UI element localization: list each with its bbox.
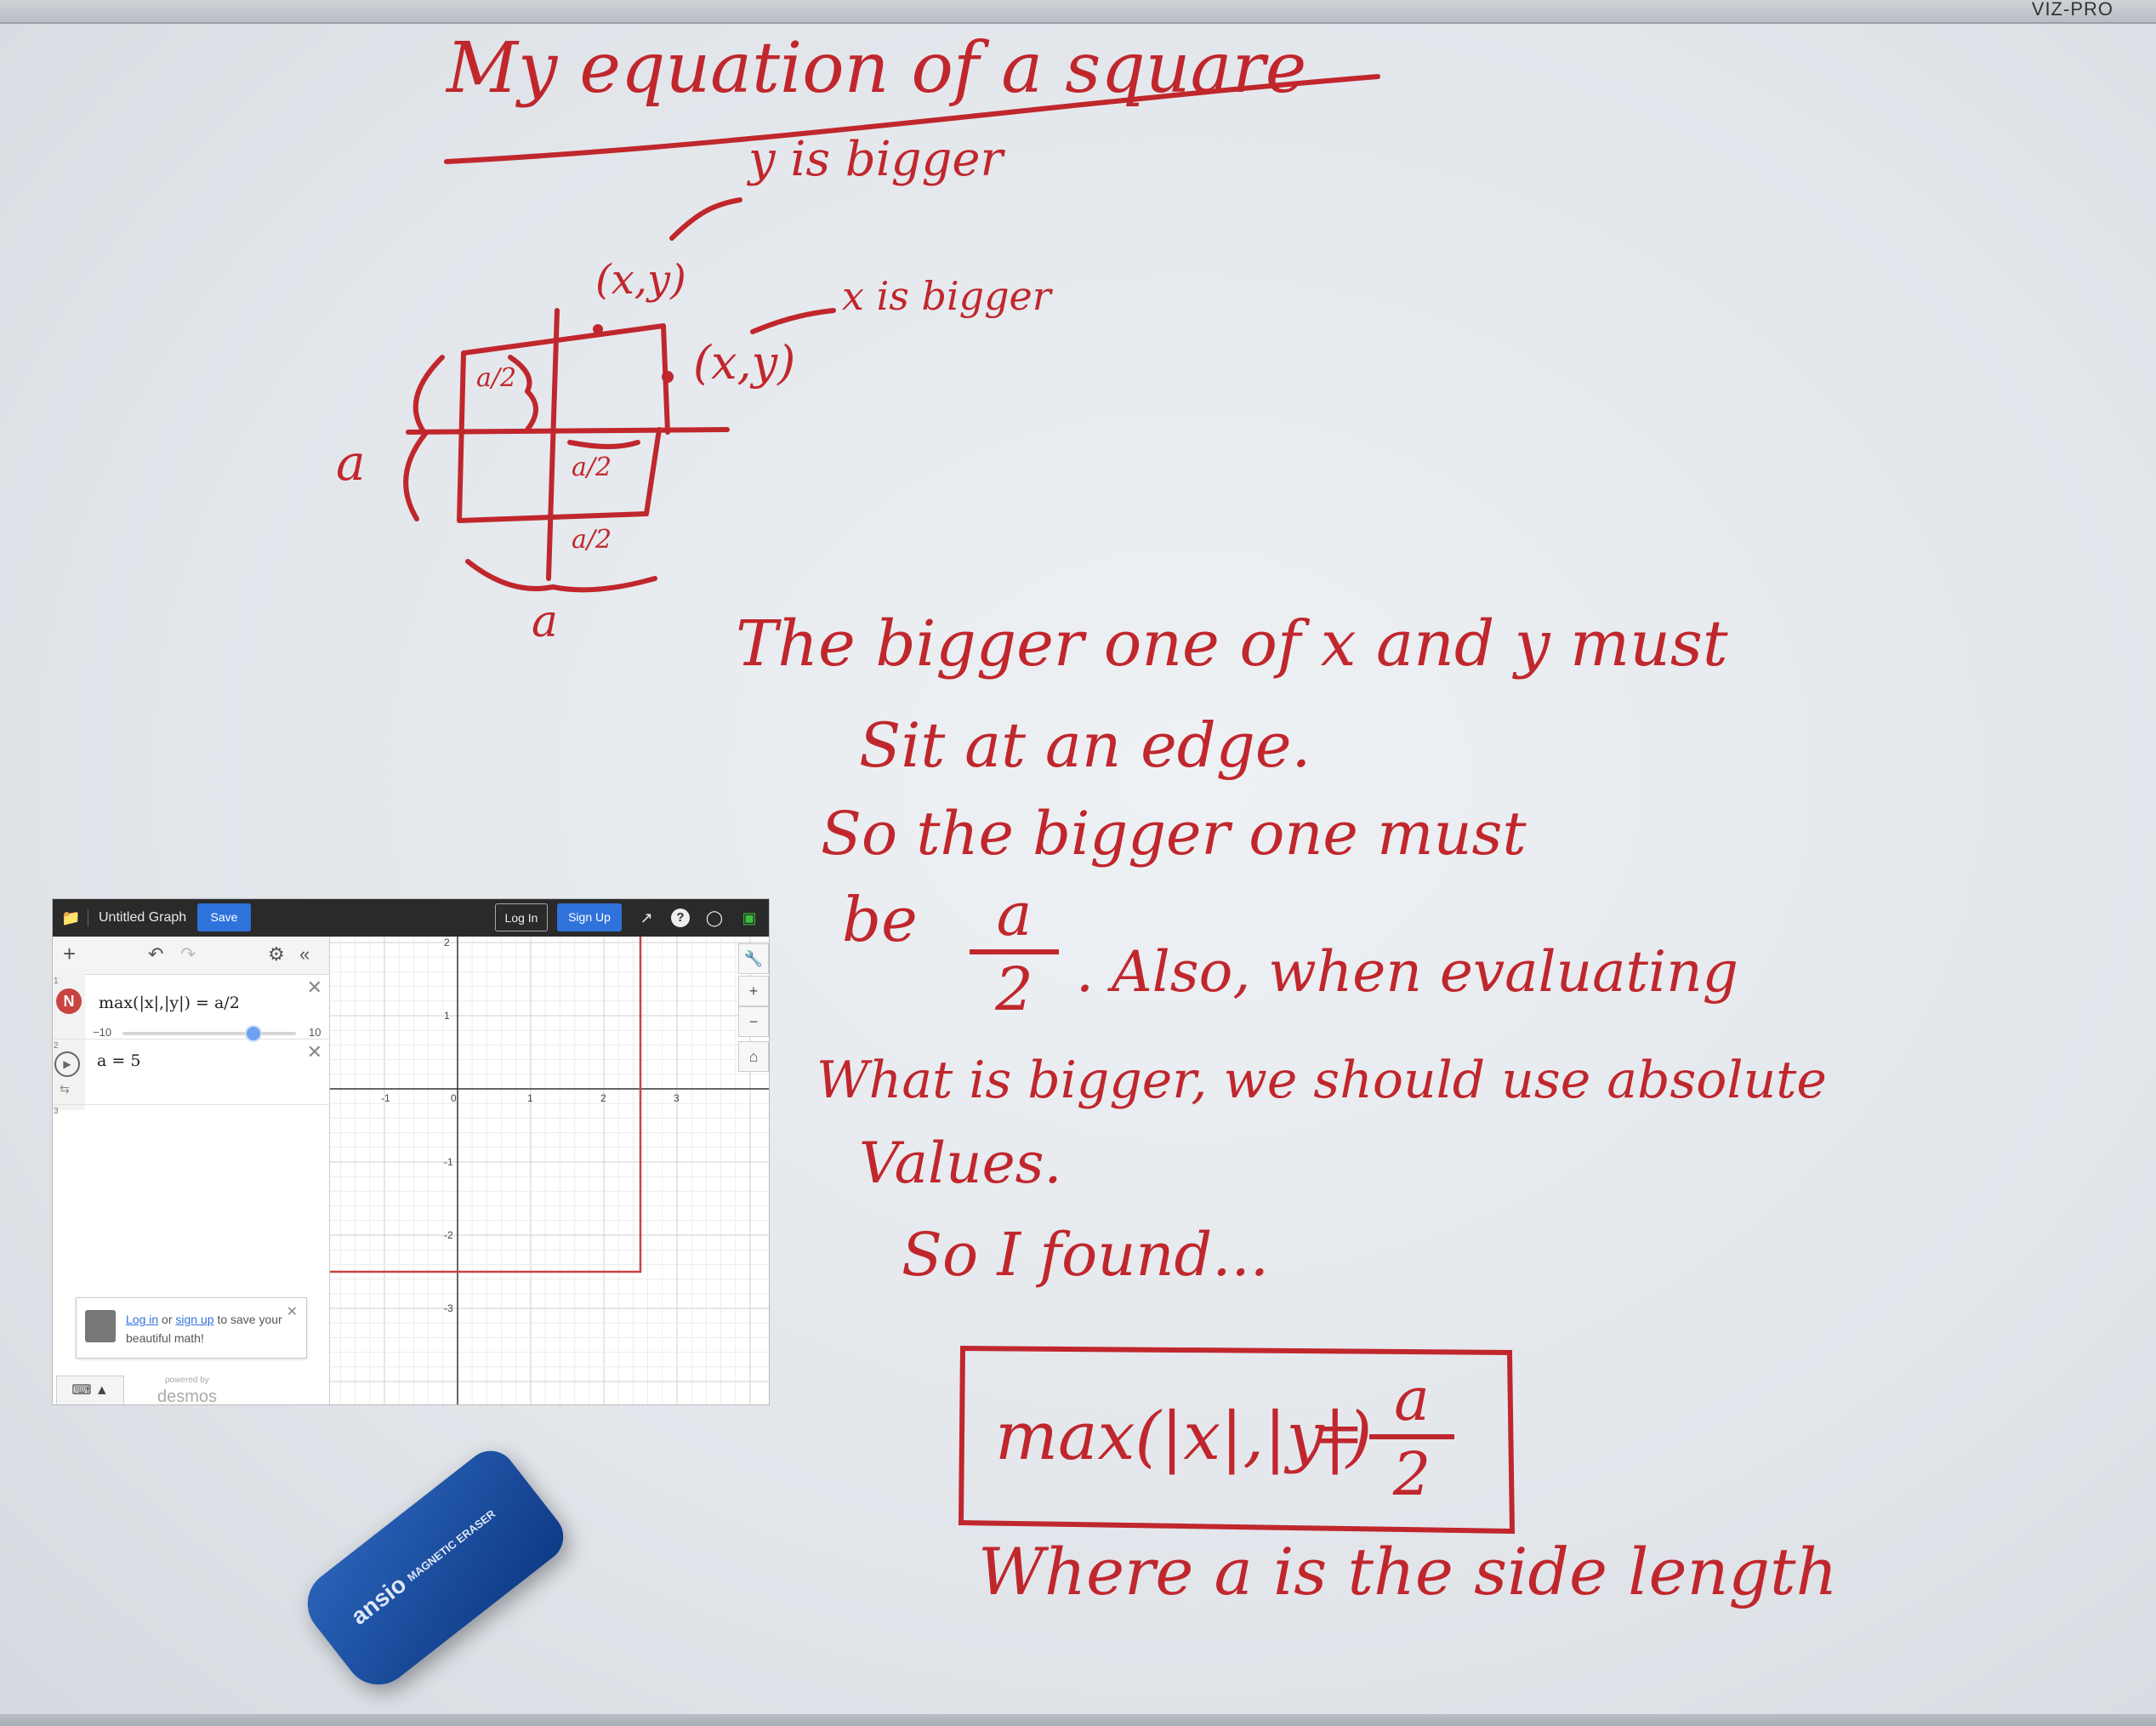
- close-toast-icon[interactable]: ✕: [286, 1305, 298, 1319]
- explanation-line-2: Sit at an edge.: [859, 709, 1311, 781]
- account-icon[interactable]: ▣: [742, 909, 757, 926]
- toast-text: Log in or sign up to save your beautiful…: [126, 1310, 287, 1347]
- label-a-bottom: a: [532, 596, 559, 647]
- expression-row-1[interactable]: 1 N max(|x|,|y|) = a/2 ✕: [53, 975, 329, 1040]
- x-tick-label: -1: [381, 1092, 390, 1104]
- y-tick-label: 2: [444, 937, 450, 948]
- label-y-is-bigger: y is bigger: [748, 132, 1004, 187]
- desmos-header: 📁 Untitled Graph Save Log In Sign Up ↗ ?…: [53, 899, 769, 937]
- loop-icon[interactable]: ⇆: [60, 1082, 70, 1096]
- explanation-line-4: be: [842, 884, 918, 955]
- boxed-fraction: a 2: [1369, 1370, 1454, 1504]
- redo-icon[interactable]: ↷: [180, 943, 196, 965]
- explanation-line-7: Values.: [859, 1131, 1062, 1196]
- toast-or: or: [162, 1313, 173, 1326]
- label-half-1: a/2: [476, 363, 517, 393]
- wrench-icon[interactable]: 🔧: [738, 943, 769, 974]
- y-tick-label: 1: [444, 1010, 450, 1022]
- help-icon[interactable]: ?: [671, 909, 690, 927]
- expression-toolbar: + ↶ ↷ ⚙ «: [53, 937, 329, 975]
- expression-text[interactable]: a = 5: [97, 1051, 141, 1070]
- boxed-equation-lhs: max(|x|,|y|): [995, 1398, 1373, 1475]
- slider-max: 10: [309, 1026, 321, 1039]
- globe-icon[interactable]: ◯: [705, 909, 724, 926]
- share-icon[interactable]: ↗: [640, 909, 653, 926]
- x-tick-label: 1: [527, 1092, 533, 1104]
- collapse-panel-icon[interactable]: «: [299, 943, 310, 965]
- expression-number: 3: [54, 1107, 59, 1116]
- boxed-fraction-bar: [1369, 1434, 1454, 1439]
- brand-label: VIZ-PRO: [2031, 0, 2113, 20]
- explanation-line-6: What is bigger, we should use absolute: [816, 1051, 1827, 1110]
- boxed-fraction-denominator: 2: [1392, 1439, 1431, 1509]
- expression-panel: + ↶ ↷ ⚙ « 1 N max(|x|,|y|) = a/2 ✕ 2 ▶ ⇆…: [53, 937, 330, 1404]
- toast-login-link[interactable]: Log in: [126, 1313, 159, 1326]
- explanation-line-3: So the bigger one must: [821, 799, 1527, 869]
- footer-note: Where a is the side length: [978, 1534, 1838, 1609]
- y-tick-label: -2: [444, 1229, 453, 1241]
- toast-signup-link[interactable]: sign up: [175, 1313, 214, 1326]
- powered-by-label: powered by: [165, 1376, 209, 1385]
- undo-icon[interactable]: ↶: [148, 943, 164, 965]
- y-tick-label: -3: [444, 1302, 453, 1314]
- graph-canvas[interactable]: -2-10123321-1-2-3: [273, 904, 769, 1404]
- keypad-toggle-button[interactable]: ⌨ ▲: [56, 1376, 124, 1404]
- label-point-right: (x,y): [693, 336, 796, 390]
- x-tick-label: 3: [674, 1092, 680, 1104]
- x-tick-label: 0: [451, 1092, 457, 1104]
- expression-number: 2: [54, 1041, 59, 1051]
- eraser-brand: ansio: [345, 1570, 412, 1630]
- boxed-equation-equals: =: [1314, 1398, 1364, 1468]
- label-a-left: a: [336, 434, 366, 492]
- slider-thumb[interactable]: [245, 1025, 262, 1042]
- label-point-top: (x,y): [595, 256, 686, 304]
- fraction-denominator: 2: [995, 954, 1033, 1024]
- toast-rest: to save your beautiful math!: [126, 1313, 282, 1345]
- save-button[interactable]: Save: [197, 903, 251, 931]
- delete-expression-icon[interactable]: ✕: [306, 1041, 322, 1062]
- home-icon[interactable]: ⌂: [738, 1041, 769, 1072]
- login-button[interactable]: Log In: [495, 903, 548, 931]
- board-title: My equation of a square: [447, 28, 1307, 109]
- desmos-wordmark: desmos: [157, 1387, 218, 1405]
- delete-expression-icon[interactable]: ✕: [306, 977, 322, 998]
- fraction-bar: [970, 949, 1059, 954]
- explanation-line-1: The bigger one of x and y must: [736, 607, 1728, 681]
- label-x-is-bigger: x is bigger: [842, 273, 1051, 319]
- whiteboard-frame-bottom: [0, 1714, 2156, 1726]
- explanation-line-8: So I found...: [902, 1220, 1270, 1290]
- y-tick-label: -1: [444, 1156, 453, 1168]
- expression-text[interactable]: max(|x|,|y|) = a/2: [99, 994, 240, 1012]
- expression-row-2[interactable]: 2 ▶ ⇆ a = 5 ✕: [53, 1040, 329, 1105]
- curve-color-icon[interactable]: N: [56, 988, 82, 1014]
- label-half-3: a/2: [572, 525, 612, 555]
- fraction-numerator: a: [996, 880, 1032, 949]
- folder-icon[interactable]: 📁: [61, 909, 81, 926]
- zoom-out-icon[interactable]: −: [738, 1006, 769, 1037]
- whiteboard-frame-top: VIZ-PRO: [0, 0, 2156, 24]
- boxed-fraction-numerator: a: [1394, 1364, 1430, 1434]
- play-icon[interactable]: ▶: [54, 1051, 80, 1077]
- signup-button[interactable]: Sign Up: [557, 903, 622, 931]
- settings-gear-icon[interactable]: ⚙: [268, 943, 285, 965]
- graph-title[interactable]: Untitled Graph: [99, 910, 187, 925]
- desmos-window: 📁 Untitled Graph Save Log In Sign Up ↗ ?…: [52, 898, 770, 1405]
- expression-row-3[interactable]: 3: [53, 1105, 329, 1139]
- slider-track[interactable]: [122, 1032, 296, 1035]
- add-expression-icon[interactable]: +: [63, 941, 77, 966]
- graph-svg[interactable]: -2-10123321-1-2-3: [273, 904, 769, 1404]
- signup-toast: Log in or sign up to save your beautiful…: [76, 1297, 307, 1359]
- fraction-a-over-2: a 2: [970, 885, 1059, 1019]
- zoom-in-icon[interactable]: +: [738, 976, 769, 1006]
- explanation-line-5: . Also, when evaluating: [1076, 939, 1738, 1005]
- x-tick-label: 2: [600, 1092, 606, 1104]
- desmos-logo-icon: [85, 1310, 116, 1342]
- slider-min: −10: [93, 1026, 112, 1039]
- expression-number: 1: [54, 977, 59, 986]
- label-half-2: a/2: [572, 453, 612, 482]
- eraser-label: MAGNETIC ERASER: [404, 1507, 498, 1584]
